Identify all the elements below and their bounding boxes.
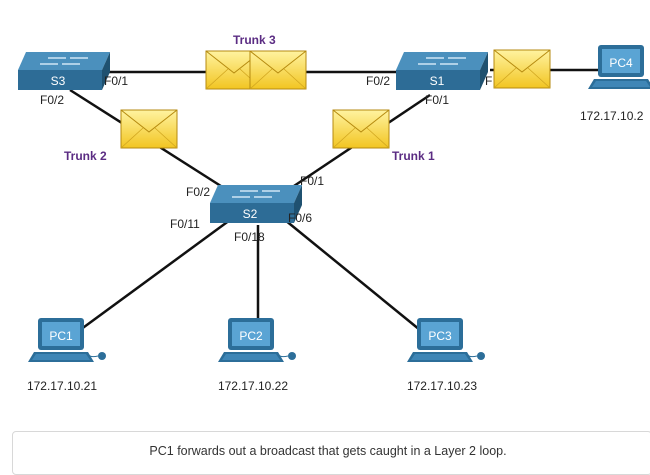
switch-label: S1 bbox=[430, 74, 445, 88]
pc-pc3: PC3 172.17.10.23 bbox=[406, 317, 486, 393]
port-label: F0/6 bbox=[288, 211, 312, 225]
port-label: F0/1 bbox=[300, 174, 324, 188]
ip-address: 172.17.10.22 bbox=[218, 379, 288, 393]
switch-s2: S2 bbox=[209, 184, 303, 224]
pc-pc4: PC4 172.17.10.2 bbox=[580, 44, 650, 123]
trunk-label: Trunk 1 bbox=[392, 149, 435, 163]
port-label: F0/11 bbox=[170, 217, 200, 231]
port-label: F0/2 bbox=[186, 185, 210, 199]
pc-pc1: PC1 172.17.10.21 bbox=[27, 317, 107, 393]
pc-label: PC2 bbox=[239, 329, 263, 343]
switch-s3: S3 bbox=[17, 51, 111, 91]
pc-label: PC3 bbox=[428, 329, 452, 343]
port-label: F0/2 bbox=[40, 93, 64, 107]
caption-box: PC1 forwards out a broadcast that gets c… bbox=[12, 431, 650, 475]
broadcast-envelope-icon bbox=[493, 49, 551, 89]
ip-address: 172.17.10.2 bbox=[580, 109, 644, 123]
links bbox=[69, 68, 600, 332]
port-label: F0/1 bbox=[104, 74, 128, 88]
port-label: F0/1 bbox=[425, 93, 449, 107]
trunk-labels: Trunk 3 Trunk 2 Trunk 1 bbox=[64, 33, 435, 163]
caption-text: PC1 forwards out a broadcast that gets c… bbox=[149, 444, 507, 458]
switch-s1: S1 bbox=[395, 51, 489, 91]
port-label: F0/18 bbox=[234, 230, 265, 244]
port-label: F0/2 bbox=[366, 74, 390, 88]
port-labels: F0/1 F0/2 F0/2 F0/1 F F0/2 F0/1 F0/11 F0… bbox=[40, 74, 492, 244]
pc-pc2: PC2 172.17.10.22 bbox=[217, 317, 297, 393]
pc-label: PC4 bbox=[609, 56, 633, 70]
broadcast-envelope-icon bbox=[332, 109, 390, 149]
link-s2-pc3 bbox=[284, 219, 421, 331]
trunk-label: Trunk 3 bbox=[233, 33, 276, 47]
switch-label: S3 bbox=[51, 74, 66, 88]
link-s2-pc1 bbox=[79, 218, 231, 332]
network-diagram: S3 S1 S2 F0/1 F0/2 F0/2 F0/1 F F0/2 F0/1… bbox=[17, 33, 650, 393]
ip-address: 172.17.10.23 bbox=[407, 379, 477, 393]
port-label: F bbox=[485, 74, 492, 88]
broadcast-envelope-icon bbox=[249, 50, 307, 90]
ip-address: 172.17.10.21 bbox=[27, 379, 97, 393]
switch-label: S2 bbox=[243, 207, 258, 221]
broadcast-envelope-icon bbox=[120, 109, 178, 149]
pc-label: PC1 bbox=[49, 329, 73, 343]
trunk-label: Trunk 2 bbox=[64, 149, 107, 163]
